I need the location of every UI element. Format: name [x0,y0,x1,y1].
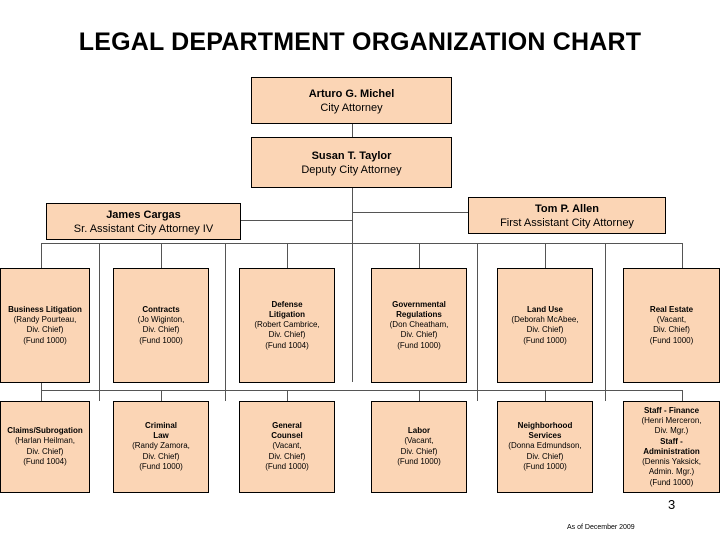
division-detail: (Vacant, [656,314,687,324]
drop-r1-6 [682,243,683,268]
division-land-use: Land Use (Deborah McAbee, Div. Chief) (F… [497,268,593,383]
page-title: LEGAL DEPARTMENT ORGANIZATION CHART [78,28,642,56]
division-detail: (Vacant, [404,436,434,446]
division-criminal-law: Criminal Law (Randy Zamora, Div. Chief) … [113,401,209,493]
division-detail: (Randy Pourteau, [13,314,77,324]
division-detail: (Dennis Yaksick, [642,456,701,466]
division-detail: (Jo Wiginton, [137,314,185,324]
drop-r2-5 [605,243,606,401]
division-detail: (Fund 1000) [397,457,441,467]
drop-r1-4 [419,243,420,268]
drop-r1-5 [545,243,546,268]
drop-r1-3 [287,243,288,268]
division-detail: (Fund 1000) [23,335,67,345]
division-name: Governmental Regulations [392,299,446,319]
division-detail: (Fund 1000) [523,335,567,345]
division-detail: (Vacant, [272,441,302,451]
division-contracts: Contracts (Jo Wiginton, Div. Chief) (Fun… [113,268,209,383]
division-name: Neighborhood Services [517,421,573,441]
first-assistant-name: Tom P. Allen [535,202,599,215]
drop-r2-criminal [161,390,162,401]
connector-row2-bus [41,390,683,391]
division-detail: (Fund 1004) [265,340,309,350]
division-detail: (Randy Zamora, [132,441,190,451]
division-detail: (Robert Cambrice, [254,319,320,329]
division-detail: Div. Chief) [142,325,180,335]
division-name: Contracts [142,304,180,314]
drop-r2-neighborhood [545,390,546,401]
division-staff: Staff - Finance (Henri Merceron, Div. Mg… [623,401,720,493]
division-detail: (Deborah McAbee, [511,314,579,324]
division-labor: Labor (Vacant, Div. Chief) (Fund 1000) [371,401,467,493]
division-detail: Div. Chief) [26,325,64,335]
deputy-name: Susan T. Taylor [311,149,392,162]
city-attorney-box: Arturo G. Michel City Attorney [251,77,452,124]
division-name: Land Use [526,304,563,314]
division-detail: (Fund 1000) [265,462,309,472]
drop-r2-general [287,390,288,401]
deputy-role: Deputy City Attorney [301,163,402,176]
division-claims-subrogation: Claims/Subrogation (Harlan Heilman, Div.… [0,401,90,493]
division-neighborhood-services: Neighborhood Services (Donna Edmundson, … [497,401,593,493]
division-detail: (Fund 1000) [139,335,183,345]
connector-first-assistant [353,212,469,213]
division-real-estate: Real Estate (Vacant, Div. Chief) (Fund 1… [623,268,720,383]
division-general-counsel: General Counsel (Vacant, Div. Chief) (Fu… [239,401,335,493]
city-attorney-role: City Attorney [320,101,383,114]
division-name: Labor [407,426,431,436]
connector-spine [352,188,353,382]
division-business-litigation: Business Litigation (Randy Pourteau, Div… [0,268,90,383]
drop-r2-2 [99,243,100,401]
drop-r2-4 [477,243,478,401]
division-name: General Counsel [271,421,303,441]
division-name: Defense Litigation [269,299,305,319]
first-assistant-role: First Assistant City Attorney [500,216,634,229]
division-detail: Div. Chief) [268,451,306,461]
division-name: Claims/Subrogation [7,426,83,436]
city-attorney-name: Arturo G. Michel [308,87,395,100]
division-detail: Div. Chief) [400,446,438,456]
division-detail: (Fund 1000) [649,477,694,487]
division-detail: (Fund 1000) [139,462,183,472]
division-detail: (Fund 1000) [649,335,694,345]
division-defense-litigation: Defense Litigation (Robert Cambrice, Div… [239,268,335,383]
division-detail: (Harlan Heilman, [14,436,76,446]
drop-r2-3 [225,243,226,401]
division-detail: Div. Mgr.) [654,426,689,436]
sr-assistant-role: Sr. Assistant City Attorney IV [73,222,214,235]
division-name: Criminal Law [144,421,177,441]
sr-assistant-name: James Cargas [106,208,181,221]
division-detail: Div. Chief) [653,325,690,335]
sr-assistant-box: James Cargas Sr. Assistant City Attorney… [46,203,241,240]
drop-r2-labor [419,390,420,401]
page-number: 3 [668,497,676,512]
division-detail: (Fund 1000) [523,462,567,472]
division-detail: Div. Chief) [400,330,438,340]
division-governmental-regulations: Governmental Regulations (Don Cheatham, … [371,268,467,383]
as-of-date: As of December 2009 [567,524,635,531]
division-name-secondary: Staff - Administration [643,436,700,456]
division-name: Business Litigation [8,304,82,314]
division-detail: Div. Chief) [526,451,564,461]
deputy-box: Susan T. Taylor Deputy City Attorney [251,137,452,188]
division-detail: Div. Chief) [526,325,564,335]
drop-r1-2 [161,243,162,268]
connector-row1-bus [41,243,683,244]
drop-r2-staff [682,390,683,401]
connector-ca-deputy [352,124,353,137]
division-detail: (Don Cheatham, [389,319,449,329]
division-detail: (Donna Edmundson, [508,441,582,451]
first-assistant-box: Tom P. Allen First Assistant City Attorn… [468,197,666,234]
connector-sr-assistant [240,220,352,221]
division-detail: Div. Chief) [26,446,64,456]
division-detail: Admin. Mgr.) [648,467,695,477]
division-detail: (Fund 1004) [23,457,67,467]
division-detail: Div. Chief) [268,330,306,340]
division-name: Real Estate [649,304,694,314]
division-name: Staff - Finance [643,405,700,415]
division-detail: Div. Chief) [142,451,180,461]
division-detail: (Henri Merceron, [641,415,702,425]
division-detail: (Fund 1000) [397,340,441,350]
